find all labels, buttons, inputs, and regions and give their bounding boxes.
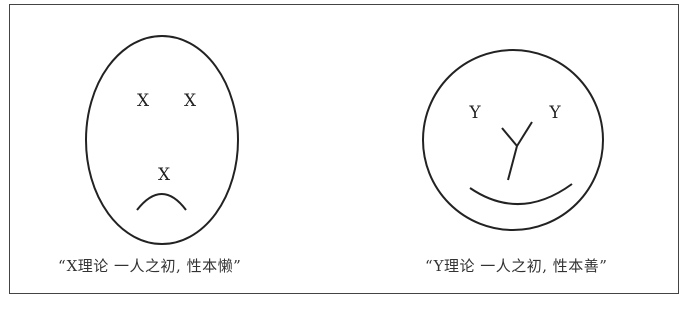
x-face-frown-mouth bbox=[136, 193, 187, 211]
y-face-right-eye: Y bbox=[548, 103, 561, 123]
x-face-left-eye: X bbox=[137, 91, 150, 111]
x-face-right-eye: X bbox=[184, 91, 197, 111]
x-face-outline bbox=[85, 35, 239, 245]
y-face-nose bbox=[501, 121, 533, 181]
y-theory-face: Y Y Y bbox=[422, 49, 604, 231]
x-theory-face: X X X bbox=[85, 35, 239, 245]
y-face-outline bbox=[422, 49, 604, 231]
x-face-nose: X bbox=[158, 165, 171, 185]
x-theory-caption: “X理论 一人之初, 性本懒” bbox=[58, 257, 242, 275]
y-face-nose-glyph: Y bbox=[518, 147, 520, 149]
y-theory-caption: “Y理论 一人之初, 性本善” bbox=[425, 257, 608, 275]
y-face-smile-mouth bbox=[469, 183, 573, 206]
y-face-left-eye: Y bbox=[468, 103, 481, 123]
